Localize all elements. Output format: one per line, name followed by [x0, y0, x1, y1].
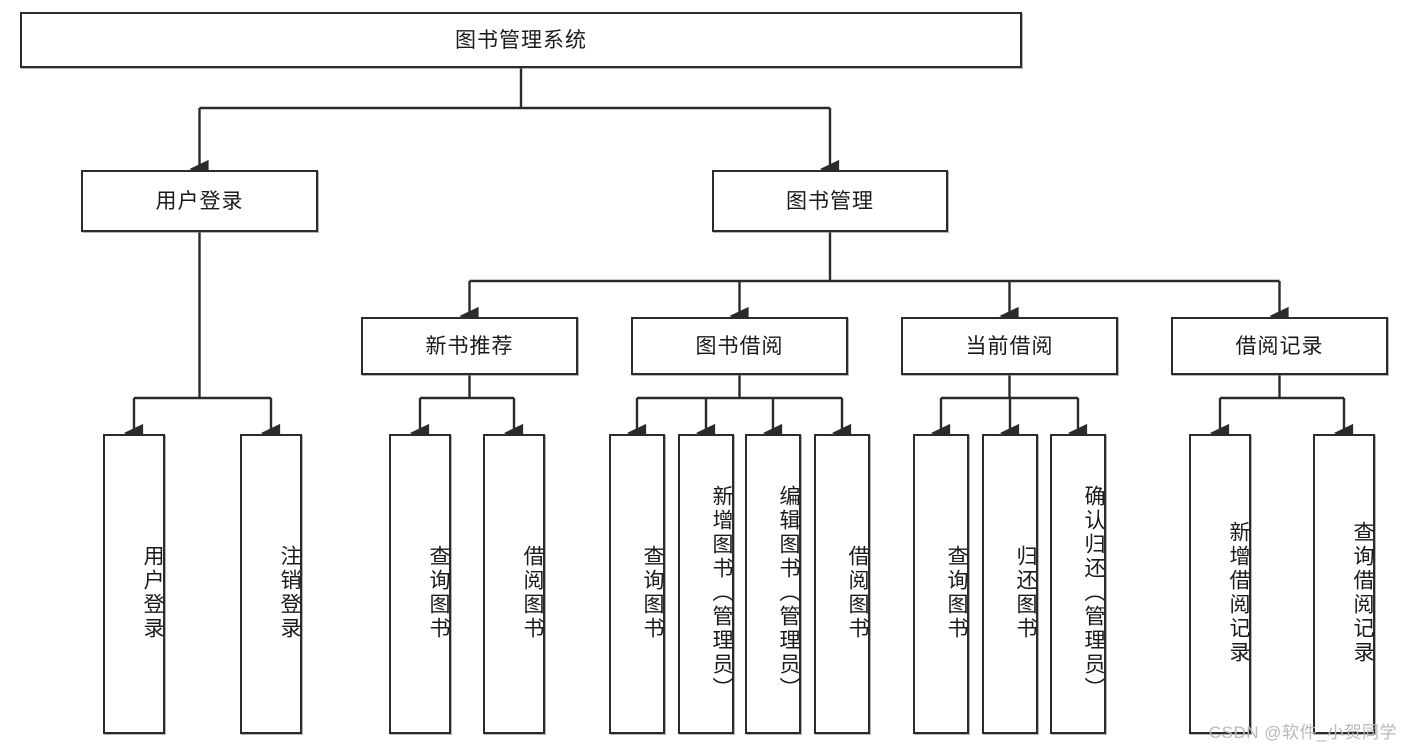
- node-user-login[interactable]: 用户登录: [81, 170, 318, 232]
- leaf-query-book-current[interactable]: 查询图书: [913, 434, 969, 734]
- node-root-label: 图书管理系统: [455, 28, 587, 52]
- node-book-borrow-label: 图书借阅: [695, 334, 784, 358]
- leaf-borrow-book-label: 借阅图书: [846, 545, 869, 641]
- leaf-query-book-recommend-label: 查询图书: [427, 545, 450, 641]
- leaf-borrow-book[interactable]: 借阅图书: [814, 434, 870, 734]
- leaf-borrow-book-recommend-label: 借阅图书: [521, 545, 544, 641]
- leaf-add-book-admin[interactable]: 新增图书（管理员）: [678, 434, 734, 734]
- node-borrow-record-label: 借阅记录: [1235, 334, 1324, 358]
- leaf-add-borrow-record-label: 新增借阅记录: [1227, 521, 1250, 665]
- node-book-management-label: 图书管理: [786, 189, 874, 213]
- edge-group: [123, 68, 1354, 443]
- node-book-management[interactable]: 图书管理: [712, 170, 948, 232]
- node-borrow-record[interactable]: 借阅记录: [1171, 317, 1388, 375]
- node-book-borrow[interactable]: 图书借阅: [631, 317, 848, 375]
- node-new-book-recommend-label: 新书推荐: [425, 334, 514, 358]
- leaf-query-borrow-record-label: 查询借阅记录: [1351, 521, 1374, 665]
- leaf-user-login-label: 用户登录: [141, 545, 164, 641]
- watermark: CSDN @软件_小贺同学: [1208, 723, 1397, 742]
- leaf-add-borrow-record[interactable]: 新增借阅记录: [1189, 434, 1251, 734]
- leaf-confirm-return-admin[interactable]: 确认归还（管理员）: [1050, 434, 1106, 734]
- leaf-query-book-borrow-label: 查询图书: [641, 545, 664, 641]
- node-current-borrow[interactable]: 当前借阅: [901, 317, 1118, 375]
- leaf-edit-book-admin[interactable]: 编辑图书（管理员）: [745, 434, 801, 734]
- leaf-logout[interactable]: 注销登录: [240, 434, 302, 734]
- leaf-query-borrow-record[interactable]: 查询借阅记录: [1313, 434, 1375, 734]
- leaf-query-book-current-label: 查询图书: [945, 545, 968, 641]
- leaf-logout-label: 注销登录: [278, 545, 301, 641]
- leaf-add-book-admin-label: 新增图书（管理员）: [710, 485, 733, 701]
- leaf-return-book[interactable]: 归还图书: [982, 434, 1038, 734]
- node-new-book-recommend[interactable]: 新书推荐: [361, 317, 578, 375]
- leaf-query-book-recommend[interactable]: 查询图书: [389, 434, 451, 734]
- leaf-query-book-borrow[interactable]: 查询图书: [609, 434, 665, 734]
- leaf-return-book-label: 归还图书: [1014, 545, 1037, 641]
- node-root[interactable]: 图书管理系统: [20, 12, 1022, 68]
- leaf-edit-book-admin-label: 编辑图书（管理员）: [777, 485, 800, 701]
- leaf-confirm-return-admin-label: 确认归还（管理员）: [1082, 485, 1105, 701]
- node-current-borrow-label: 当前借阅: [965, 334, 1054, 358]
- leaf-borrow-book-recommend[interactable]: 借阅图书: [483, 434, 545, 734]
- node-user-login-label: 用户登录: [155, 189, 244, 213]
- leaf-user-login[interactable]: 用户登录: [103, 434, 165, 734]
